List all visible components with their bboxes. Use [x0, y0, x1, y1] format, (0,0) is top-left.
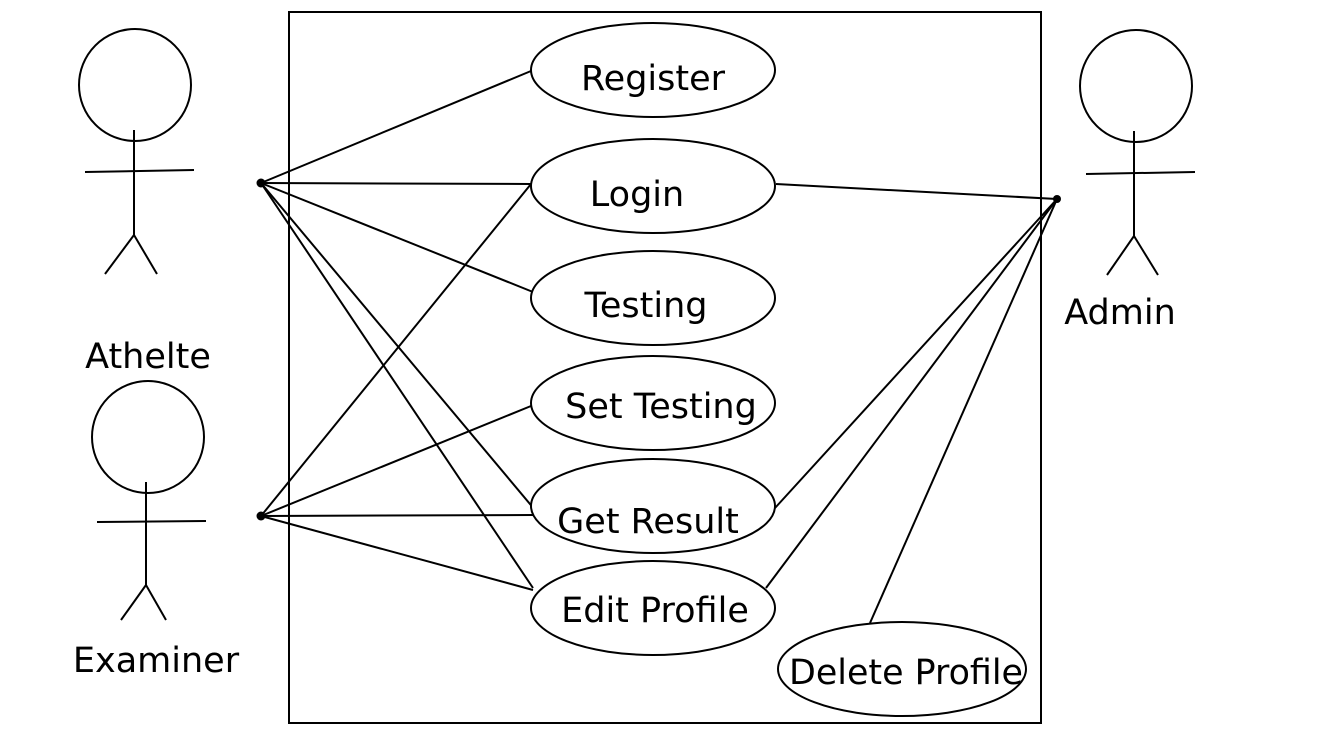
use-case-testing-ellipse: [530, 250, 776, 346]
association-athlete-login: [260, 182, 532, 185]
actor-admin-head: [1079, 29, 1193, 143]
associations: [260, 70, 1058, 624]
actor-athlete-head: [78, 28, 192, 142]
association-examiner-edit-profile: [260, 515, 534, 591]
actor-athlete-left-leg: [104, 234, 135, 275]
use-case-delete-profile[interactable]: Delete Profile: [777, 621, 1027, 717]
athlete-connector-dot: [256, 178, 266, 188]
use-case-edit-profile[interactable]: Edit Profile: [530, 560, 776, 656]
actor-admin[interactable]: Admin: [1064, 29, 1196, 333]
association-admin-get-result: [774, 198, 1058, 509]
actor-admin-right-leg: [1133, 235, 1159, 276]
association-admin-delete-profile: [869, 198, 1058, 624]
actor-examiner-left-leg: [120, 584, 147, 621]
use-case-delete-profile-label: Delete Profile: [789, 653, 1023, 693]
examiner-connector-dot: [256, 511, 266, 521]
actor-athlete[interactable]: Athelte: [78, 28, 211, 377]
use-case-testing-label: Testing: [583, 286, 707, 326]
actor-athlete-label: Athelte: [85, 337, 211, 377]
use-case-set-testing-label: Set Testing: [565, 387, 757, 427]
use-case-register-label: Register: [581, 59, 726, 99]
actor-athlete-right-leg: [133, 234, 158, 275]
actor-admin-arms: [1085, 171, 1196, 175]
actor-examiner-label: Examiner: [73, 641, 240, 681]
association-athlete-register: [260, 70, 532, 184]
actor-athlete-arms: [84, 169, 195, 173]
use-case-get-result[interactable]: Get Result: [530, 458, 776, 554]
actor-examiner-right-leg: [145, 584, 167, 621]
association-athlete-testing: [260, 182, 534, 293]
actor-admin-left-leg: [1106, 235, 1135, 276]
use-case-get-result-label: Get Result: [557, 502, 739, 542]
association-athlete-edit-profile: [260, 182, 534, 589]
actor-examiner[interactable]: Examiner: [73, 380, 240, 681]
use-case-login-ellipse: [530, 138, 776, 234]
actor-admin-label: Admin: [1064, 293, 1176, 333]
association-examiner-set-testing: [260, 405, 532, 517]
actor-examiner-head: [91, 380, 205, 494]
use-case-delete-profile-ellipse: [777, 621, 1027, 717]
association-examiner-get-result: [260, 514, 534, 517]
use-case-edit-profile-ellipse: [530, 560, 776, 656]
use-case-testing[interactable]: Testing: [530, 250, 776, 346]
actor-examiner-arms: [96, 520, 207, 523]
use-case-login-label: Login: [590, 175, 684, 215]
use-case-set-testing-ellipse: [530, 355, 776, 451]
system-boundary: [288, 11, 1042, 724]
use-case-login[interactable]: Login: [530, 138, 776, 234]
association-examiner-login: [260, 183, 532, 517]
use-case-get-result-ellipse: [530, 458, 776, 554]
use-case-register[interactable]: Register: [530, 22, 776, 118]
admin-connector-dot: [1053, 195, 1061, 203]
association-admin-login: [775, 183, 1058, 200]
use-case-register-ellipse: [530, 22, 776, 118]
use-case-set-testing[interactable]: Set Testing: [530, 355, 776, 451]
use-case-edit-profile-label: Edit Profile: [561, 591, 749, 631]
association-admin-edit-profile: [765, 198, 1058, 589]
